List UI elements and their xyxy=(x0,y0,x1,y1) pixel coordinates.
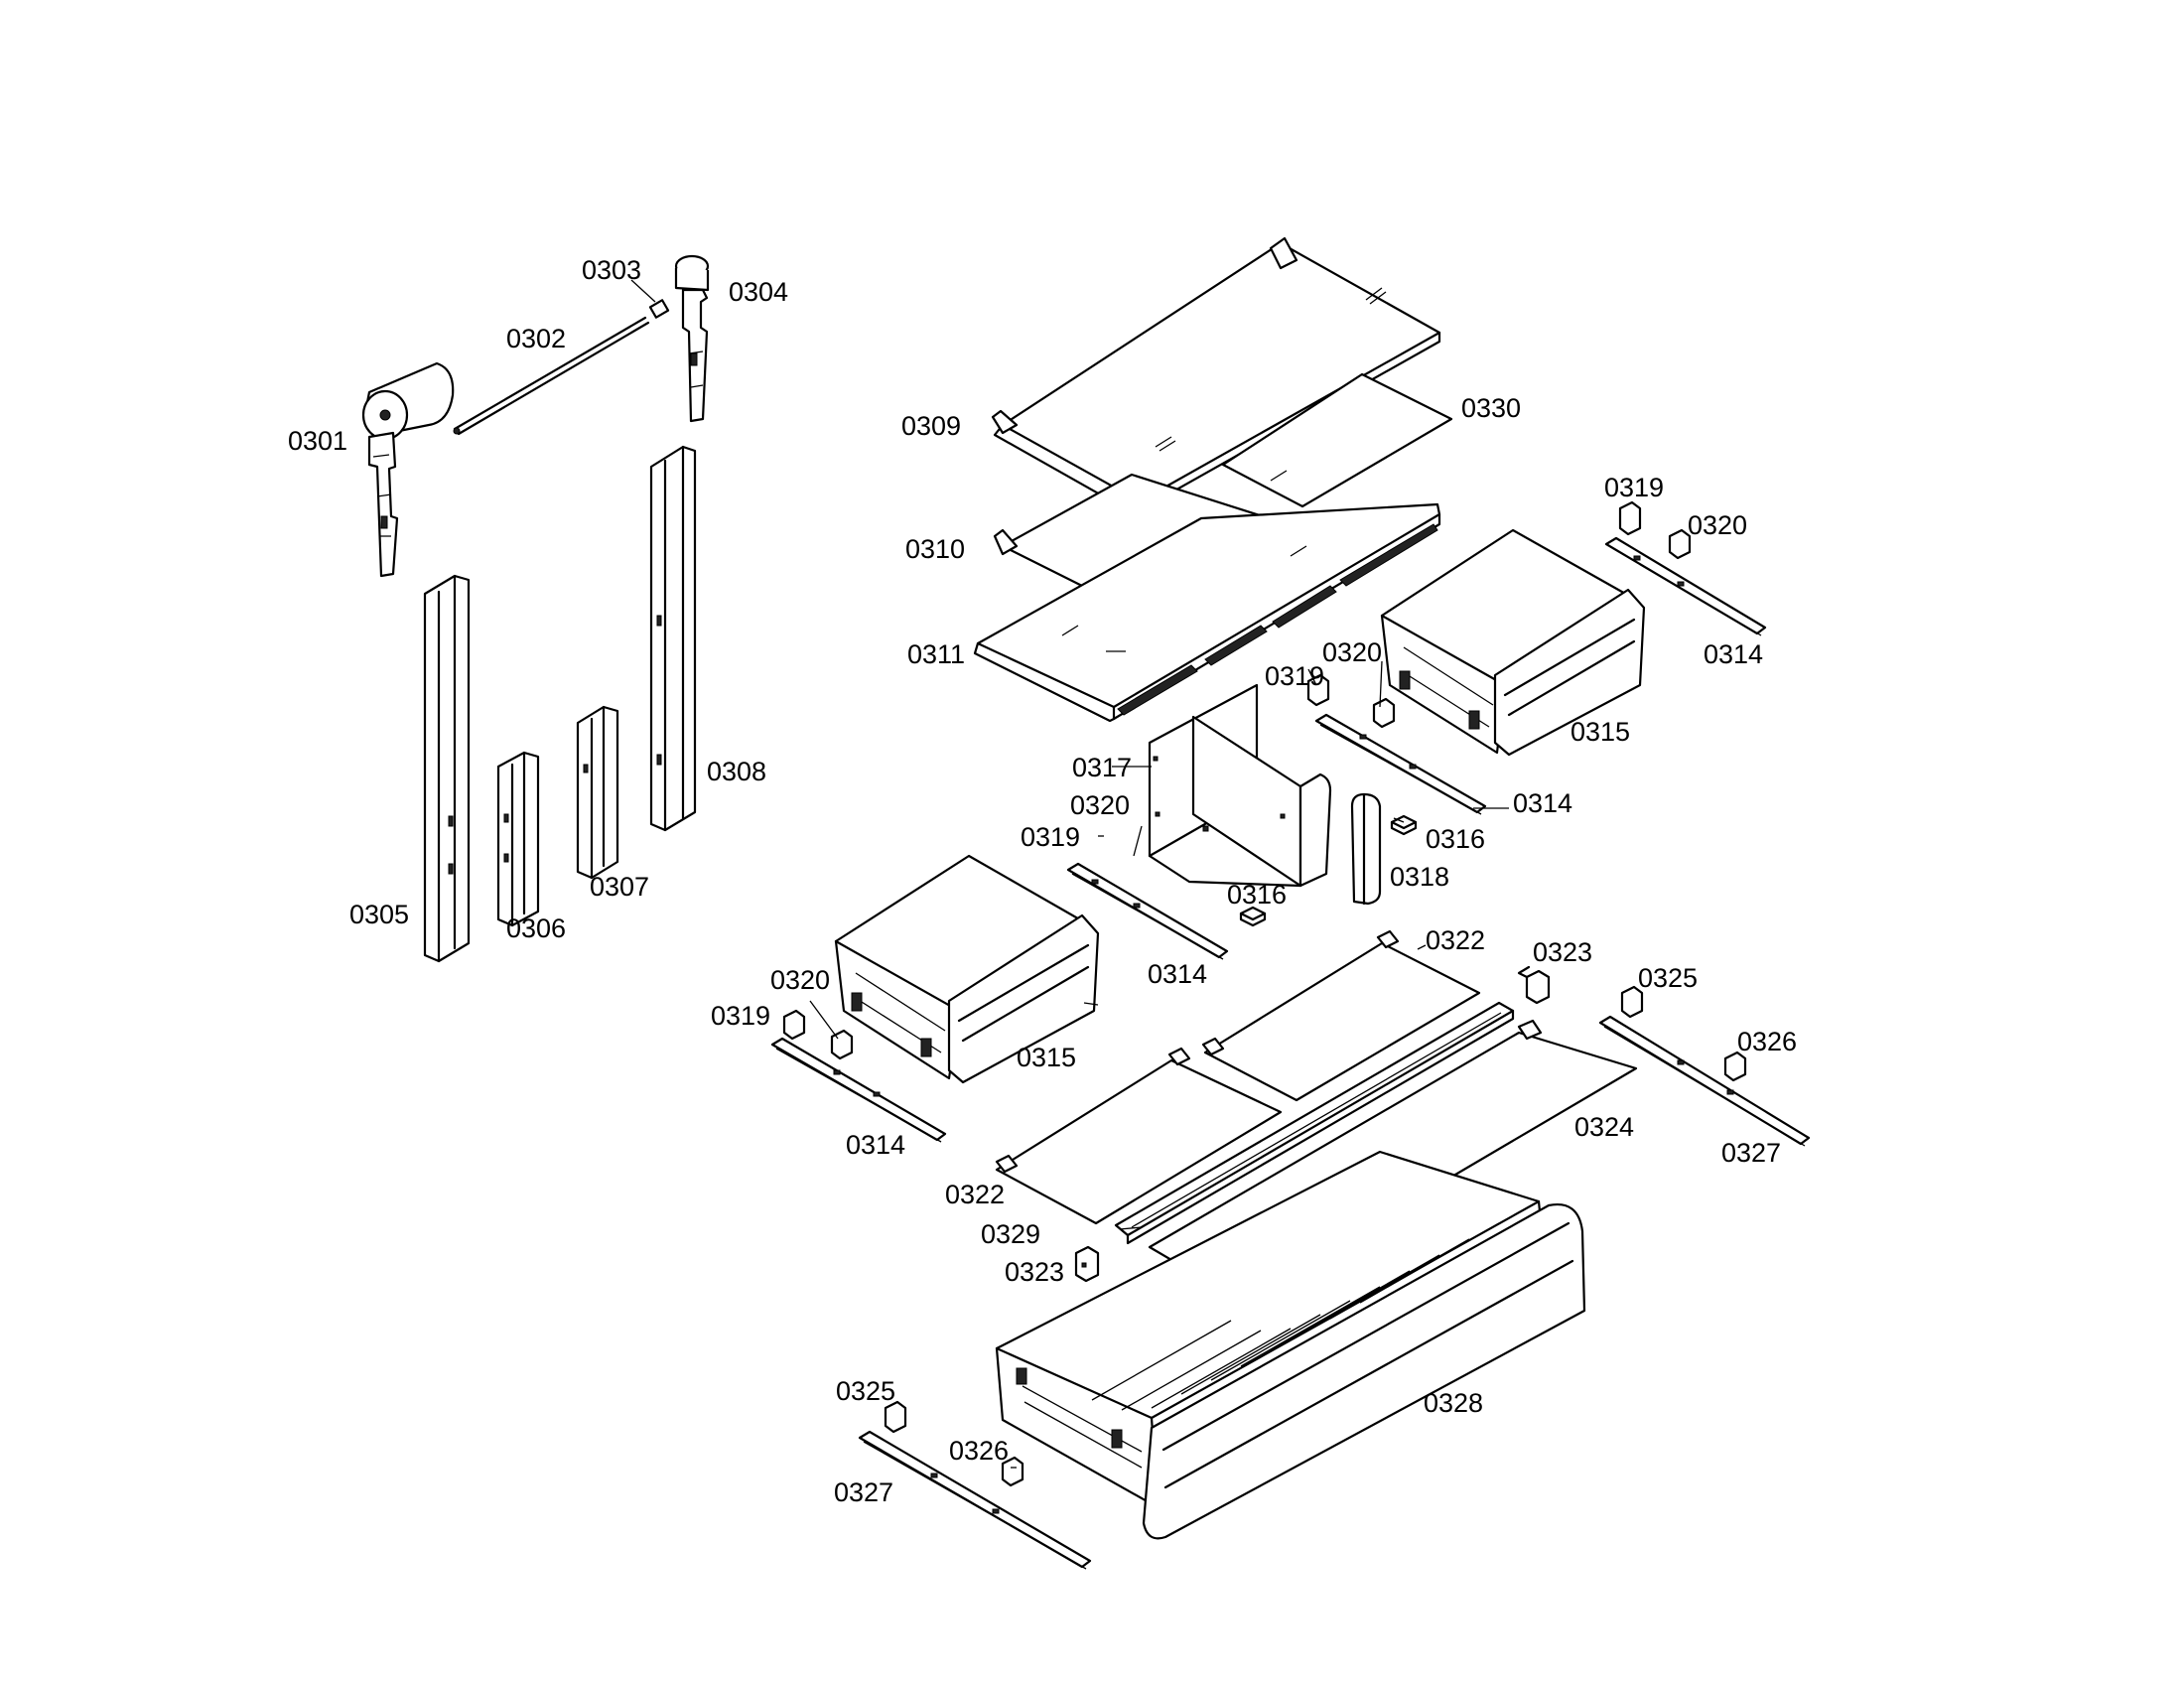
label-0318: 0318 xyxy=(1390,862,1449,892)
drawer-ribs xyxy=(1091,1222,1500,1411)
label-0319-center: 0319 xyxy=(1021,822,1080,852)
part-0325-clip-right xyxy=(1620,985,1644,1019)
part-0316-pad-center xyxy=(1239,906,1267,927)
label-0314-middle: 0314 xyxy=(1513,788,1572,818)
label-0322-right: 0322 xyxy=(1426,925,1485,955)
label-0319-lower-left: 0319 xyxy=(711,1001,770,1031)
label-0317: 0317 xyxy=(1072,753,1132,782)
part-0319-clip-upper-right xyxy=(1618,500,1642,536)
part-0328-freezer-drawer xyxy=(995,1150,1586,1540)
part-0325-clip-lower xyxy=(884,1400,907,1434)
label-0329: 0329 xyxy=(981,1219,1040,1249)
label-0320-middle: 0320 xyxy=(1322,637,1382,667)
label-0315-lower-left: 0315 xyxy=(1017,1043,1076,1072)
label-0326-lower: 0326 xyxy=(949,1436,1009,1466)
label-0330: 0330 xyxy=(1461,393,1521,423)
leader-lines xyxy=(630,279,1509,1469)
part-0323-bracket-upper xyxy=(1517,965,1551,1005)
label-0303: 0303 xyxy=(582,255,641,285)
label-0322-left: 0322 xyxy=(945,1180,1005,1209)
part-0319-clip-lower-left xyxy=(782,1009,806,1041)
label-0325-right: 0325 xyxy=(1638,963,1698,993)
label-0328: 0328 xyxy=(1424,1388,1483,1418)
label-0301: 0301 xyxy=(288,426,347,456)
part-0306-short-rail xyxy=(496,751,540,927)
label-0325-lower: 0325 xyxy=(836,1376,895,1406)
label-0319-middle: 0319 xyxy=(1265,661,1324,691)
part-0323-bracket-lower xyxy=(1074,1245,1100,1283)
label-0320-lower-left: 0320 xyxy=(770,965,830,995)
part-0320-clip-middle xyxy=(1372,697,1396,729)
part-0307-short-rail xyxy=(576,705,619,880)
label-0309: 0309 xyxy=(901,411,961,441)
label-0327-lower: 0327 xyxy=(834,1477,893,1507)
part-0318-divider-block xyxy=(1350,792,1382,906)
label-0323-upper: 0323 xyxy=(1533,937,1592,967)
part-0327-slide-rail-lower xyxy=(858,1430,1092,1570)
label-0323-lower: 0323 xyxy=(1005,1257,1064,1287)
part-0303-bushing xyxy=(648,299,670,319)
label-0320-upper-right: 0320 xyxy=(1688,510,1747,540)
label-0327-right: 0327 xyxy=(1721,1138,1781,1168)
label-0320-center: 0320 xyxy=(1070,790,1130,820)
part-0314-slide-rail-upper-right xyxy=(1604,536,1767,636)
part-0305-tall-rail xyxy=(423,574,471,963)
label-0314-lower-left: 0314 xyxy=(846,1130,905,1160)
label-0311: 0311 xyxy=(907,639,965,669)
label-0308: 0308 xyxy=(707,757,766,786)
part-0304-knob-bracket xyxy=(674,254,710,423)
label-0305: 0305 xyxy=(349,900,409,929)
part-0301-motor-bracket xyxy=(361,361,455,578)
part-0320-clip-upper-right xyxy=(1668,528,1692,560)
part-0317-divider-panel xyxy=(1148,683,1332,888)
part-0308-tall-rail xyxy=(649,445,697,832)
part-0309-glass-shelf xyxy=(991,236,1441,514)
part-labels: 0301 0302 0303 0304 0305 0306 0307 0308 … xyxy=(288,255,1797,1507)
label-0304: 0304 xyxy=(729,277,788,307)
part-0311-vented-shelf xyxy=(973,502,1441,723)
part-0319-clip-middle xyxy=(1306,673,1330,707)
part-0314-slide-rail-center xyxy=(1066,862,1229,960)
label-0302: 0302 xyxy=(506,324,566,353)
label-0316-right: 0316 xyxy=(1426,824,1485,854)
part-0330-glass-insert xyxy=(1221,372,1453,508)
label-0310: 0310 xyxy=(905,534,965,564)
label-0315-upper-right: 0315 xyxy=(1570,717,1630,747)
label-0319-upper-right: 0319 xyxy=(1604,473,1664,502)
part-0315-crisper-drawer-left xyxy=(834,854,1100,1084)
label-0314-upper-right: 0314 xyxy=(1704,639,1763,669)
part-0302-rod xyxy=(453,316,650,436)
part-0314-slide-rail-lower-left xyxy=(770,1037,947,1143)
part-0322-cover-panel-right xyxy=(1201,929,1481,1102)
part-0314-slide-rail-middle xyxy=(1314,713,1487,815)
label-0326-right: 0326 xyxy=(1737,1027,1797,1056)
part-0315-crisper-drawer-right xyxy=(1380,528,1646,757)
label-0316-center: 0316 xyxy=(1227,880,1287,910)
label-0307: 0307 xyxy=(590,872,649,902)
part-0329-support-bar xyxy=(1114,1001,1515,1245)
part-0326-clip-right xyxy=(1723,1051,1747,1082)
label-0314-center: 0314 xyxy=(1148,959,1207,989)
label-0306: 0306 xyxy=(506,913,566,943)
part-0327-slide-rail-right xyxy=(1598,1015,1811,1147)
shelf-vent-slots xyxy=(1117,523,1438,716)
label-0324: 0324 xyxy=(1574,1112,1634,1142)
part-0326-clip-lower xyxy=(1001,1456,1024,1487)
part-0322-cover-panel-left xyxy=(995,1047,1283,1225)
